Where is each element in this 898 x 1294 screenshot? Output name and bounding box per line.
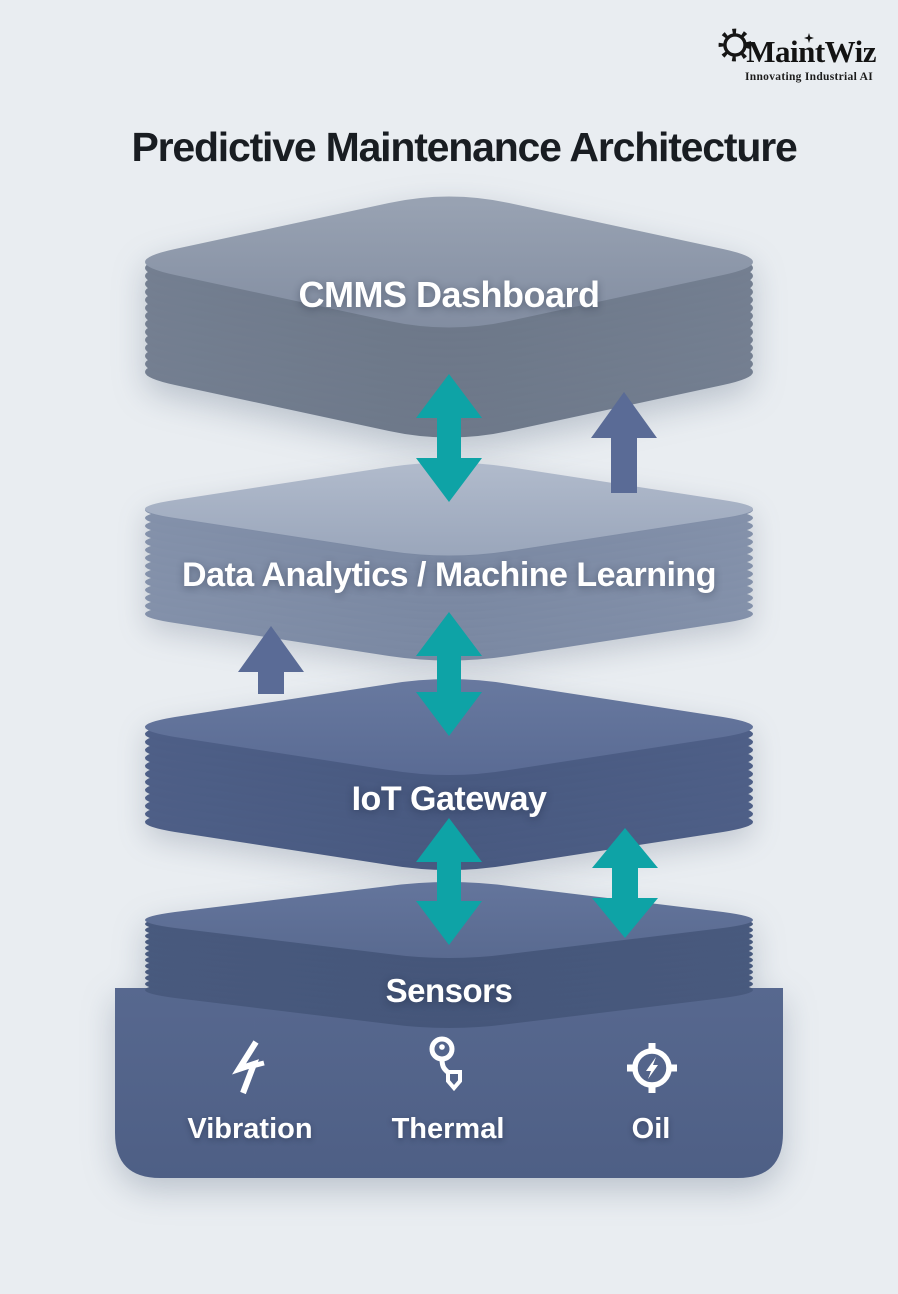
teal-double-arrow-analytics-iot	[416, 612, 482, 736]
layer-label-analytics: Data Analytics / Machine Learning	[182, 556, 716, 594]
sensor-label-thermal: Thermal	[391, 1113, 505, 1145]
blue-up-arrow-cmms-analytics	[591, 392, 657, 493]
gear-icon	[717, 27, 753, 68]
thermal-icon	[417, 1034, 481, 1098]
brand-text: MaintWiz	[746, 34, 876, 69]
blue-up-arrow-analytics-iot	[238, 626, 304, 694]
teal-double-arrow-iot-sensors-right	[592, 828, 658, 938]
sensor-label-vibration: Vibration	[187, 1113, 313, 1145]
brand-tagline: Innovating Industrial AI	[745, 71, 873, 83]
vibration-icon	[218, 1036, 282, 1100]
logo: MaintWiz Innovating Industrial AI	[717, 28, 876, 83]
sparkle-icon	[804, 30, 814, 48]
oil-icon	[620, 1036, 684, 1100]
layer-label-iot: IoT Gateway	[351, 780, 547, 818]
sensor-label-oil: Oil	[631, 1113, 671, 1145]
teal-double-arrow-iot-sensors-center	[416, 818, 482, 945]
layer-label-cmms: CMMS Dashboard	[298, 274, 600, 315]
page-title: Predictive Maintenance Architecture	[131, 124, 797, 170]
teal-double-arrow-cmms-analytics	[416, 374, 482, 502]
layer-label-sensors: Sensors	[385, 972, 513, 1009]
